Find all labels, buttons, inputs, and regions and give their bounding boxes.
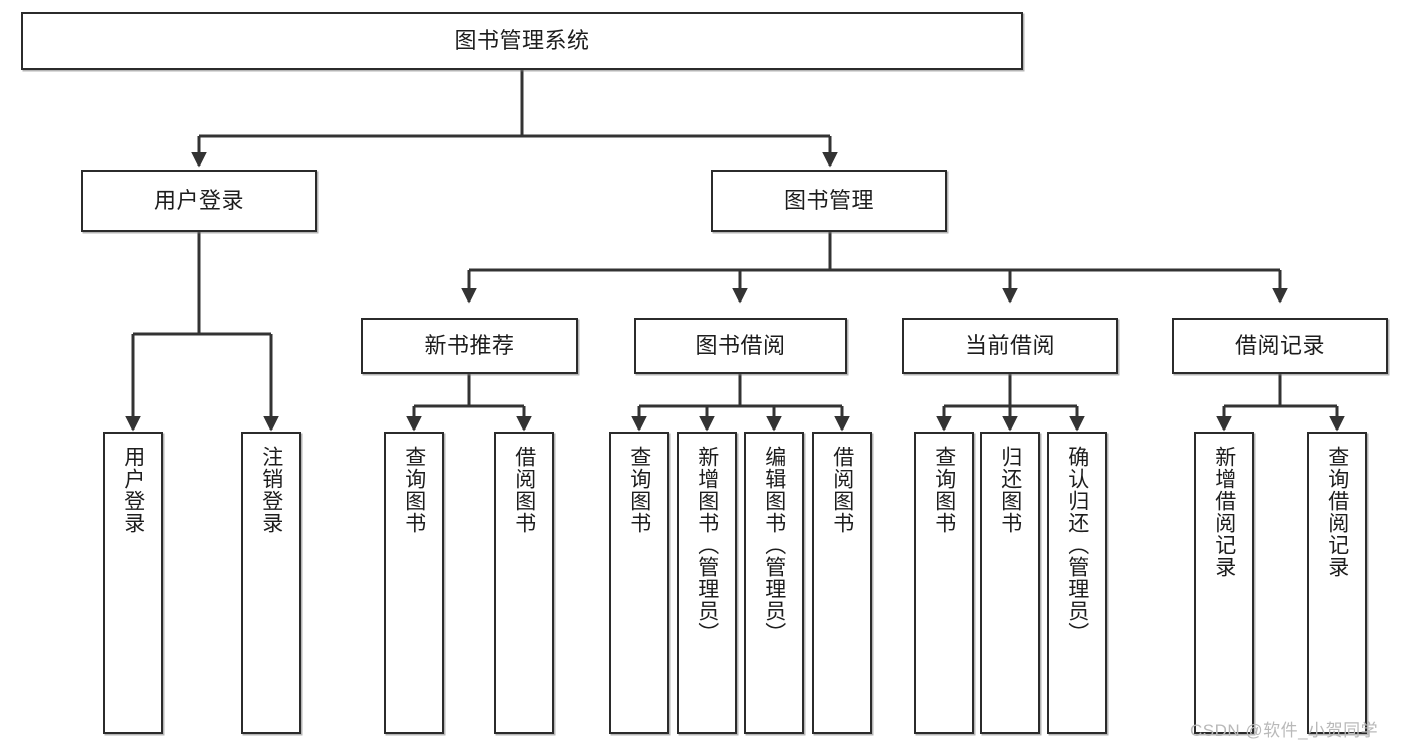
node-label: 当前借阅 — [964, 333, 1055, 359]
leaf-add-book[interactable]: 新增图书（管理员） — [677, 432, 737, 734]
node-label: 借阅图书 — [512, 446, 536, 534]
leaf-query-book-3[interactable]: 查询图书 — [914, 432, 974, 734]
leaf-user-login[interactable]: 用户登录 — [103, 432, 163, 734]
node-book-manage[interactable]: 图书管理 — [711, 170, 947, 232]
node-root-system[interactable]: 图书管理系统 — [21, 12, 1023, 70]
leaf-query-book-1[interactable]: 查询图书 — [384, 432, 444, 734]
node-user-login[interactable]: 用户登录 — [81, 170, 317, 232]
node-label: 新增借阅记录 — [1212, 446, 1236, 578]
leaf-borrow-book-2[interactable]: 借阅图书 — [812, 432, 872, 734]
node-borrow-record[interactable]: 借阅记录 — [1172, 318, 1388, 374]
node-label: 用户登录 — [121, 446, 145, 534]
node-label: 注销登录 — [259, 446, 283, 534]
leaf-user-logout[interactable]: 注销登录 — [241, 432, 301, 734]
leaf-edit-book[interactable]: 编辑图书（管理员） — [744, 432, 804, 734]
watermark-text: CSDN @软件_小贺同学 — [1190, 721, 1379, 740]
node-label: 新书推荐 — [424, 333, 515, 359]
leaf-add-record[interactable]: 新增借阅记录 — [1194, 432, 1254, 734]
node-label: 归还图书 — [998, 446, 1022, 534]
node-label: 新增图书（管理员） — [695, 446, 719, 644]
node-label: 用户登录 — [153, 188, 244, 214]
leaf-confirm-return[interactable]: 确认归还（管理员） — [1047, 432, 1107, 734]
node-label: 确认归还（管理员） — [1065, 446, 1089, 644]
node-label: 查询借阅记录 — [1325, 446, 1349, 578]
node-book-borrow[interactable]: 图书借阅 — [634, 318, 847, 374]
node-label: 图书借阅 — [695, 333, 786, 359]
node-current-borrow[interactable]: 当前借阅 — [902, 318, 1118, 374]
node-label: 借阅记录 — [1234, 333, 1325, 359]
node-label: 图书管理系统 — [454, 28, 590, 54]
leaf-query-book-2[interactable]: 查询图书 — [609, 432, 669, 734]
leaf-borrow-book-1[interactable]: 借阅图书 — [494, 432, 554, 734]
node-label: 查询图书 — [402, 446, 426, 534]
leaf-return-book[interactable]: 归还图书 — [980, 432, 1040, 734]
node-label: 查询图书 — [627, 446, 651, 534]
leaf-query-record[interactable]: 查询借阅记录 — [1307, 432, 1367, 734]
node-label: 编辑图书（管理员） — [762, 446, 786, 644]
node-new-book-recommend[interactable]: 新书推荐 — [361, 318, 578, 374]
node-label: 借阅图书 — [830, 446, 854, 534]
node-label: 查询图书 — [932, 446, 956, 534]
node-label: 图书管理 — [783, 188, 874, 214]
